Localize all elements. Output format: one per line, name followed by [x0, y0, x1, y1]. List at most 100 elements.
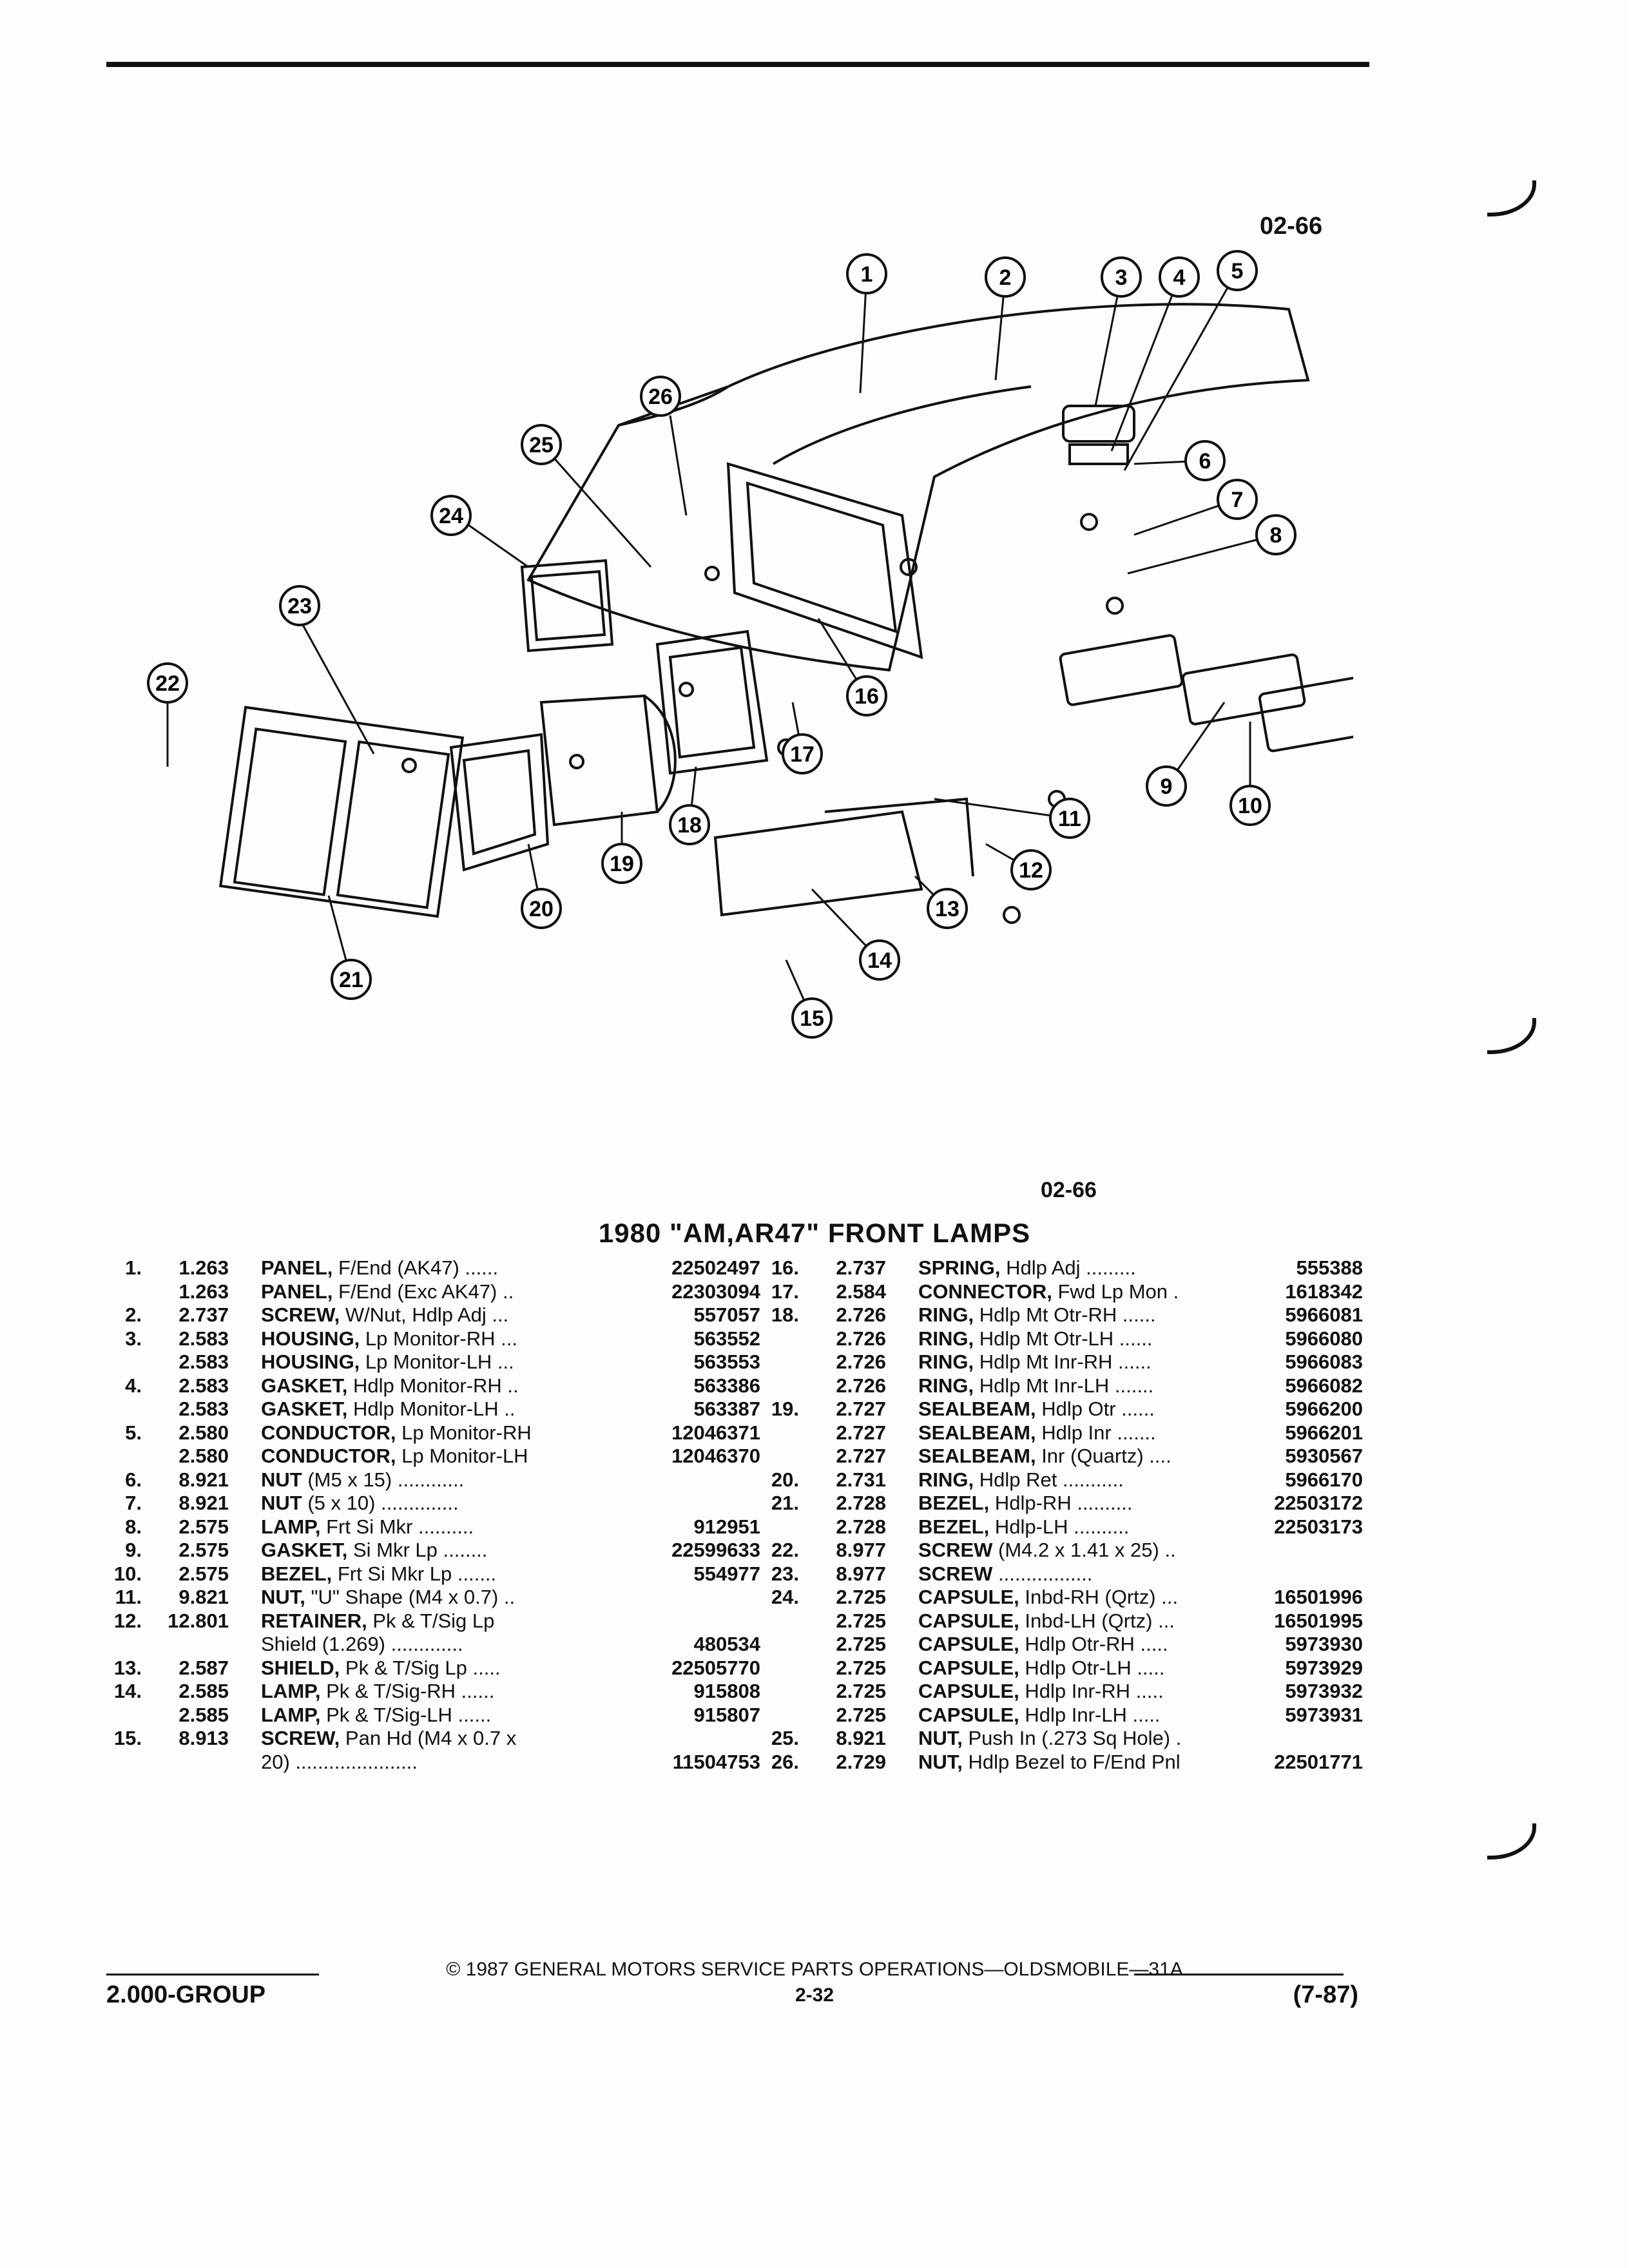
svg-text:19: 19: [610, 852, 634, 876]
part-description: LAMP, Pk & T/Sig-RH ......: [261, 1680, 494, 1704]
svg-text:16: 16: [854, 684, 879, 709]
leader-dots: ..: [498, 1398, 516, 1420]
part-number: 5966080: [1285, 1327, 1363, 1350]
part-description: SPRING, Hdlp Adj .........: [918, 1256, 1136, 1280]
part-name: BEZEL,: [918, 1515, 990, 1538]
part-number: 16501996: [1274, 1586, 1363, 1608]
part-detail: Hdlp Monitor-LH: [347, 1398, 499, 1420]
part-name: GASKET,: [261, 1539, 348, 1561]
part-number: 22502497: [671, 1256, 760, 1279]
part-number: 555388: [1296, 1256, 1363, 1279]
part-description: SHIELD, Pk & T/Sig Lp .....: [261, 1657, 501, 1680]
part-number: 5966082: [1285, 1374, 1363, 1397]
part-number: 16501995: [1274, 1609, 1363, 1632]
part-description: GASKET, Si Mkr Lp ........: [261, 1539, 487, 1562]
part-name: SCREW: [918, 1539, 993, 1561]
leader-dots: .: [1168, 1280, 1179, 1303]
svg-text:17: 17: [790, 742, 815, 767]
part-detail: Hdlp Inr-LH: [1019, 1703, 1127, 1726]
leader-dots: .....: [1134, 1633, 1168, 1655]
callout-10: 10: [1229, 785, 1271, 826]
svg-text:18: 18: [677, 813, 702, 838]
part-detail: W/Nut, Hdlp Adj: [340, 1303, 487, 1326]
ref-number: 11.: [115, 1586, 142, 1608]
group-number: 8.921: [178, 1468, 229, 1491]
leader-dots: ...: [492, 1350, 514, 1373]
group-number: 2.737: [836, 1256, 886, 1279]
callout-12: 12: [1010, 849, 1052, 890]
part-detail: Si Mkr Lp: [347, 1539, 438, 1561]
page-number: 2-32: [795, 1984, 834, 2006]
part-description: RING, Hdlp Mt Otr-RH ......: [918, 1303, 1156, 1327]
part-name: SCREW,: [261, 1727, 340, 1749]
part-detail: Hdlp-LH: [989, 1515, 1068, 1538]
part-description: CAPSULE, Inbd-LH (Qrtz) ...: [918, 1610, 1175, 1633]
part-number: 11504753: [672, 1750, 760, 1773]
ref-number: 15.: [113, 1727, 142, 1749]
ref-number: 13.: [113, 1656, 142, 1679]
part-detail: Pan Hd (M4 x 0.7 x: [340, 1727, 517, 1749]
leader-dots: .....: [1131, 1656, 1165, 1679]
part-name: SEALBEAM,: [918, 1398, 1036, 1420]
group-number: 2.726: [836, 1374, 886, 1397]
part-name: LAMP,: [261, 1515, 321, 1538]
part-detail: Shield (1.269): [261, 1633, 386, 1655]
ref-number: 12.: [113, 1609, 142, 1632]
leader-dots: ..: [1159, 1539, 1176, 1561]
leader-dots: .......: [452, 1562, 497, 1585]
part-description: RING, Hdlp Mt Inr-RH ......: [918, 1350, 1152, 1374]
group-number: 2.584: [836, 1280, 886, 1303]
group-number: 2.725: [836, 1680, 886, 1702]
revision-date: (7-87): [1293, 1981, 1358, 2008]
group-number: 2.729: [836, 1750, 886, 1773]
callout-19: 19: [601, 843, 642, 884]
callout-17: 17: [782, 733, 823, 774]
leader-dots: .......: [1111, 1421, 1156, 1444]
part-number: 915808: [693, 1680, 760, 1702]
leader-dots: ......: [1113, 1327, 1153, 1350]
group-number: 2.726: [836, 1303, 886, 1326]
callout-1: 1: [846, 253, 887, 294]
leader-dots: .............: [385, 1633, 463, 1655]
leader-dots: ...........: [1057, 1468, 1124, 1491]
callout-26: 26: [640, 376, 681, 417]
part-detail: Hdlp Mt Inr-RH: [974, 1350, 1113, 1373]
group-number: 2.575: [178, 1515, 229, 1538]
part-name: SCREW: [918, 1562, 993, 1585]
part-detail: Hdlp Mt Otr-RH: [974, 1303, 1117, 1326]
group-number: 2.727: [836, 1398, 886, 1420]
part-number: 12046370: [671, 1445, 760, 1467]
ref-number: 20.: [771, 1468, 799, 1491]
part-name: NUT: [261, 1492, 302, 1514]
callout-6: 6: [1184, 440, 1226, 481]
top-rule: [106, 62, 1369, 67]
group-number: 8.913: [178, 1727, 229, 1749]
callout-14: 14: [859, 939, 900, 981]
callout-8: 8: [1255, 514, 1296, 555]
part-detail: Hdlp Mt Inr-LH: [974, 1374, 1110, 1397]
part-detail: Hdlp Otr-LH: [1019, 1656, 1132, 1679]
leader-dots: ..........: [1071, 1492, 1133, 1514]
leader-dots: ......: [452, 1703, 492, 1726]
group-number: 2.585: [178, 1680, 229, 1702]
part-name: CAPSULE,: [918, 1609, 1019, 1632]
part-name: SCREW,: [261, 1303, 340, 1326]
leader-dots: .....: [1130, 1680, 1164, 1702]
group-label: 2.000-GROUP: [106, 1981, 266, 2008]
svg-text:21: 21: [339, 968, 363, 992]
group-number: 2.583: [178, 1350, 229, 1373]
part-number: 5930567: [1285, 1445, 1363, 1467]
ref-number: 26.: [771, 1750, 799, 1773]
group-number: 8.921: [836, 1727, 886, 1749]
part-detail: Inbd-LH (Qrtz): [1019, 1609, 1153, 1632]
part-description: BEZEL, Frt Si Mkr Lp .......: [261, 1562, 496, 1586]
part-number: 12046371: [671, 1421, 760, 1444]
